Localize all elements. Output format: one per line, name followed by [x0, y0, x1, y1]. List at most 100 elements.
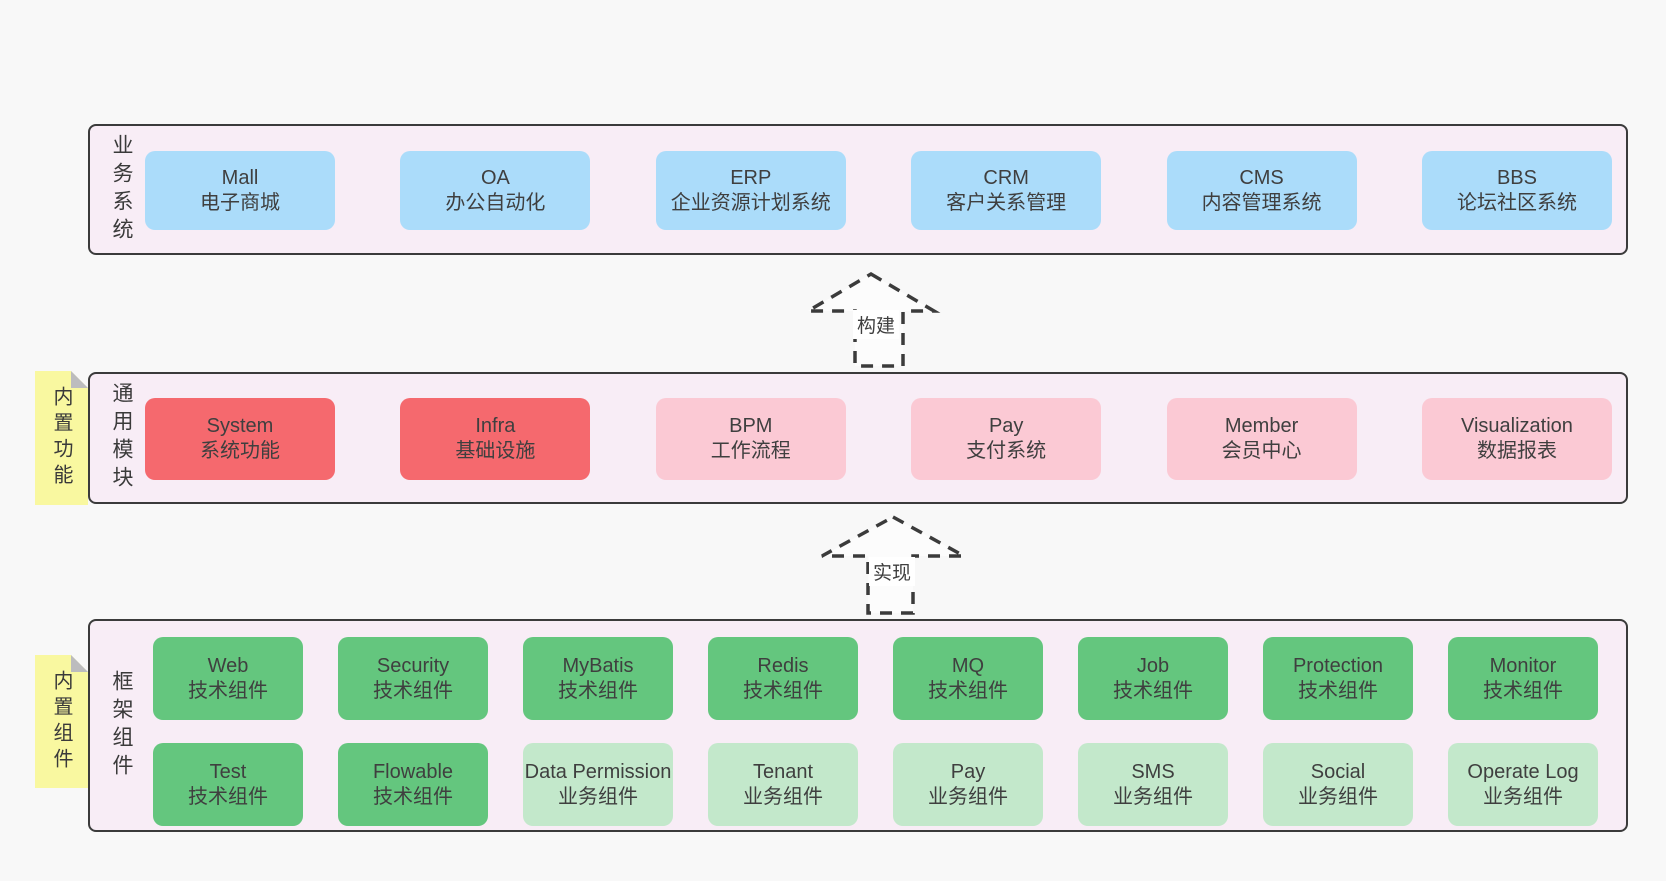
box-visualization: Visualization 数据报表	[1421, 398, 1612, 480]
box-subtitle: 技术组件	[373, 679, 453, 702]
box-test: Test 技术组件	[153, 743, 303, 826]
component-box-row-2: Test 技术组件 Flowable 技术组件 Data Permission …	[153, 743, 1598, 826]
box-subtitle: 技术组件	[558, 679, 638, 702]
box-title: BPM	[729, 415, 773, 437]
box-protection: Protection 技术组件	[1263, 637, 1413, 720]
box-title: Social	[1310, 760, 1366, 783]
box-subtitle: 技术组件	[1298, 679, 1378, 702]
box-title: CMS	[1239, 166, 1284, 189]
box-title: Monitor	[1489, 654, 1557, 677]
box-bpm: BPM 工作流程	[655, 398, 846, 480]
box-subtitle: 技术组件	[928, 679, 1008, 702]
business-box-row: Mall 电子商城 OA 办公自动化 ERP 企业资源计划系统 CRM 客户关系…	[145, 151, 1612, 230]
box-title: Data Permission	[524, 760, 672, 783]
component-box-row-1: Web 技术组件 Security 技术组件 MyBatis 技术组件 Redi…	[153, 637, 1598, 720]
sticky-note-builtin-functions: 内置功能	[35, 371, 88, 505]
box-monitor: Monitor 技术组件	[1448, 637, 1598, 720]
box-mall: Mall 电子商城	[145, 151, 335, 230]
box-title: Web	[207, 654, 249, 677]
box-social: Social 业务组件	[1263, 743, 1413, 826]
box-web: Web 技术组件	[153, 637, 303, 720]
box-subtitle: 办公自动化	[445, 191, 546, 214]
box-subtitle: 技术组件	[743, 679, 823, 702]
box-cms: CMS 内容管理系统	[1166, 151, 1357, 230]
band-side-label: 通用模块	[110, 382, 133, 494]
band-framework-components: 框架组件 Web 技术组件 Security 技术组件 MyBatis 技术组件…	[88, 619, 1628, 832]
box-subtitle: 支付系统	[966, 440, 1047, 462]
box-subtitle: 基础设施	[455, 440, 536, 462]
box-job: Job 技术组件	[1078, 637, 1228, 720]
module-box-row: System 系统功能 Infra 基础设施 BPM 工作流程 Pay 支付系统…	[145, 398, 1612, 480]
box-operate-log: Operate Log 业务组件	[1448, 743, 1598, 826]
box-title: Pay	[950, 760, 986, 783]
box-subtitle: 业务组件	[1483, 785, 1563, 808]
box-subtitle: 论坛社区系统	[1456, 191, 1577, 214]
box-subtitle: 技术组件	[373, 785, 453, 808]
box-pay-component: Pay 业务组件	[893, 743, 1043, 826]
box-title: System	[206, 415, 274, 437]
band-side-label: 框架组件	[110, 669, 133, 782]
box-infra: Infra 基础设施	[400, 398, 591, 480]
box-subtitle: 技术组件	[1113, 679, 1193, 702]
box-title: Flowable	[372, 760, 454, 783]
box-title: ERP	[730, 166, 772, 189]
box-subtitle: 业务组件	[558, 785, 638, 808]
box-title: Operate Log	[1467, 760, 1579, 783]
box-title: Infra	[475, 415, 516, 437]
box-security: Security 技术组件	[338, 637, 488, 720]
box-subtitle: 会员中心	[1221, 440, 1302, 462]
box-subtitle: 业务组件	[1113, 785, 1193, 808]
box-title: MQ	[951, 654, 985, 677]
box-title: CRM	[983, 166, 1029, 189]
box-title: Pay	[988, 415, 1024, 437]
box-bbs: BBS 论坛社区系统	[1421, 151, 1612, 230]
box-title: BBS	[1496, 166, 1537, 189]
box-title: OA	[480, 166, 510, 189]
band-business-systems: 业务系统 Mall 电子商城 OA 办公自动化 ERP 企业资源计划系统 CRM…	[88, 124, 1628, 255]
box-title: Tenant	[752, 760, 814, 783]
box-subtitle: 工作流程	[710, 440, 791, 462]
box-subtitle: 系统功能	[200, 440, 280, 462]
box-sms: SMS 业务组件	[1078, 743, 1228, 826]
box-subtitle: 数据报表	[1476, 440, 1557, 462]
band-common-modules: 通用模块 System 系统功能 Infra 基础设施 BPM 工作流程 Pay…	[88, 372, 1628, 504]
box-erp: ERP 企业资源计划系统	[655, 151, 846, 230]
box-subtitle: 电子商城	[200, 191, 280, 214]
box-title: SMS	[1131, 760, 1175, 783]
box-crm: CRM 客户关系管理	[911, 151, 1102, 230]
box-mybatis: MyBatis 技术组件	[523, 637, 673, 720]
sticky-note-builtin-components: 内置组件	[35, 655, 88, 788]
box-title: Visualization	[1460, 415, 1573, 437]
box-flowable: Flowable 技术组件	[338, 743, 488, 826]
box-mq: MQ 技术组件	[893, 637, 1043, 720]
box-pay-module: Pay 支付系统	[911, 398, 1102, 480]
box-subtitle: 内容管理系统	[1201, 191, 1322, 214]
box-system: System 系统功能	[145, 398, 335, 480]
box-title: Security	[376, 654, 450, 677]
box-subtitle: 业务组件	[928, 785, 1008, 808]
arrow-label-implement: 实现	[869, 557, 916, 586]
box-member: Member 会员中心	[1166, 398, 1357, 480]
box-subtitle: 客户关系管理	[946, 191, 1067, 214]
box-title: Member	[1224, 415, 1299, 437]
box-subtitle: 企业资源计划系统	[670, 191, 831, 214]
box-title: Redis	[757, 654, 809, 677]
arrow-label-build: 构建	[853, 310, 900, 339]
box-subtitle: 业务组件	[743, 785, 823, 808]
box-subtitle: 技术组件	[1483, 679, 1563, 702]
box-title: Mall	[221, 166, 259, 189]
box-tenant: Tenant 业务组件	[708, 743, 858, 826]
box-title: Job	[1136, 654, 1170, 677]
box-oa: OA 办公自动化	[400, 151, 591, 230]
sticky-note-label: 内置组件	[50, 669, 72, 774]
box-title: Test	[209, 760, 247, 783]
box-title: MyBatis	[562, 654, 634, 677]
band-side-label: 业务系统	[110, 133, 133, 246]
box-subtitle: 技术组件	[188, 679, 268, 702]
box-title: Protection	[1292, 654, 1384, 677]
sticky-note-label: 内置功能	[50, 386, 72, 490]
box-subtitle: 技术组件	[188, 785, 268, 808]
box-data-permission: Data Permission 业务组件	[523, 743, 673, 826]
box-redis: Redis 技术组件	[708, 637, 858, 720]
